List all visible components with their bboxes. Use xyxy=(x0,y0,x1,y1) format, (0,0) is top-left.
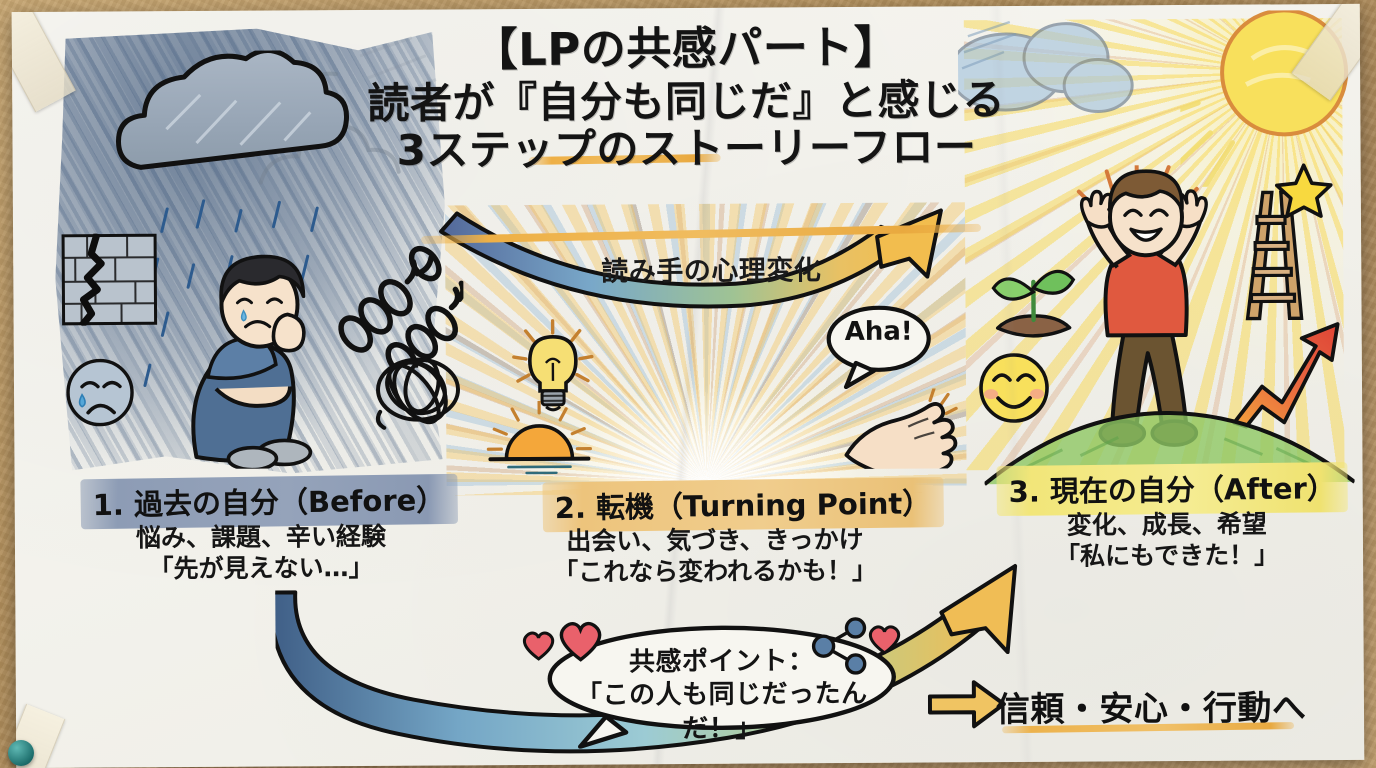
empathy-point-bubble[interactable] xyxy=(543,619,900,749)
growth-arrow-icon xyxy=(1232,316,1343,429)
poster-paper: Aha! xyxy=(11,3,1365,768)
open-hand-icon xyxy=(842,386,958,478)
heart-icon xyxy=(521,629,555,661)
step-1-desc-line-2: 「先が見えない…」 xyxy=(148,552,374,583)
step-3-desc-line-1: 変化、成長、希望 xyxy=(1066,509,1267,540)
sad-face-icon xyxy=(64,356,136,428)
step-2-desc-line-2: 「これなら変われるかも！」 xyxy=(553,555,878,587)
aha-label: Aha! xyxy=(844,316,913,348)
title-subtitle-1: 読者が『自分も同じだ』と感じる xyxy=(367,74,1006,128)
step-1-desc-line-1: 悩み、課題、辛い経験 xyxy=(135,521,387,553)
title-subtitle-2: 3ステップのストーリーフロー xyxy=(396,122,977,175)
smiling-face-icon xyxy=(976,350,1052,426)
rain-cloud-icon xyxy=(104,48,360,202)
slumped-person-icon xyxy=(171,250,332,472)
step-3-title: 3. 現在の自分（After） xyxy=(996,462,1349,517)
step-2-desc-line-1: 出会い、気づき、きっかけ xyxy=(566,524,864,556)
poster-title-block: 【LPの共感パート】 読者が『自分も同じだ』と感じる 3ステップのストーリーフロ… xyxy=(12,20,1361,177)
star-icon xyxy=(1274,162,1333,219)
step-2-description: 出会い、気づき、きっかけ 「これなら変われるかも！」 xyxy=(535,525,895,588)
share-network-icon xyxy=(809,617,867,675)
pushpin xyxy=(8,740,34,766)
sunrise-icon xyxy=(484,399,594,478)
sprout-icon xyxy=(985,254,1082,341)
flow-arrow-label: 読み手の心理変化 xyxy=(601,255,822,288)
step-1-description: 悩み、課題、辛い経験 「先が見えない…」 xyxy=(75,521,447,584)
empathy-line-2: 「この人も同じだったんだ！」 xyxy=(576,679,868,744)
heart-icon xyxy=(557,619,603,663)
aha-speech-bubble-icon[interactable]: Aha! xyxy=(826,305,933,390)
lightbulb-icon xyxy=(510,319,597,416)
tangled-scribble-icon xyxy=(372,349,464,430)
cheering-person-icon xyxy=(1051,159,1243,456)
heart-icon xyxy=(867,623,901,655)
ladder-icon xyxy=(1235,190,1314,321)
cracked-wall-icon xyxy=(61,232,158,328)
cta-text: 信頼・安心・行動へ xyxy=(995,688,1307,731)
blue-cloud-icon xyxy=(948,13,1149,144)
step-3-desc-line-2: 「私にもできた！」 xyxy=(1054,539,1280,571)
step-3-description: 変化、成長、希望 「私にもできた！」 xyxy=(991,509,1343,572)
title-main: 【LPの共感パート】 xyxy=(472,20,900,77)
cta-arrow-icon xyxy=(927,678,1006,730)
